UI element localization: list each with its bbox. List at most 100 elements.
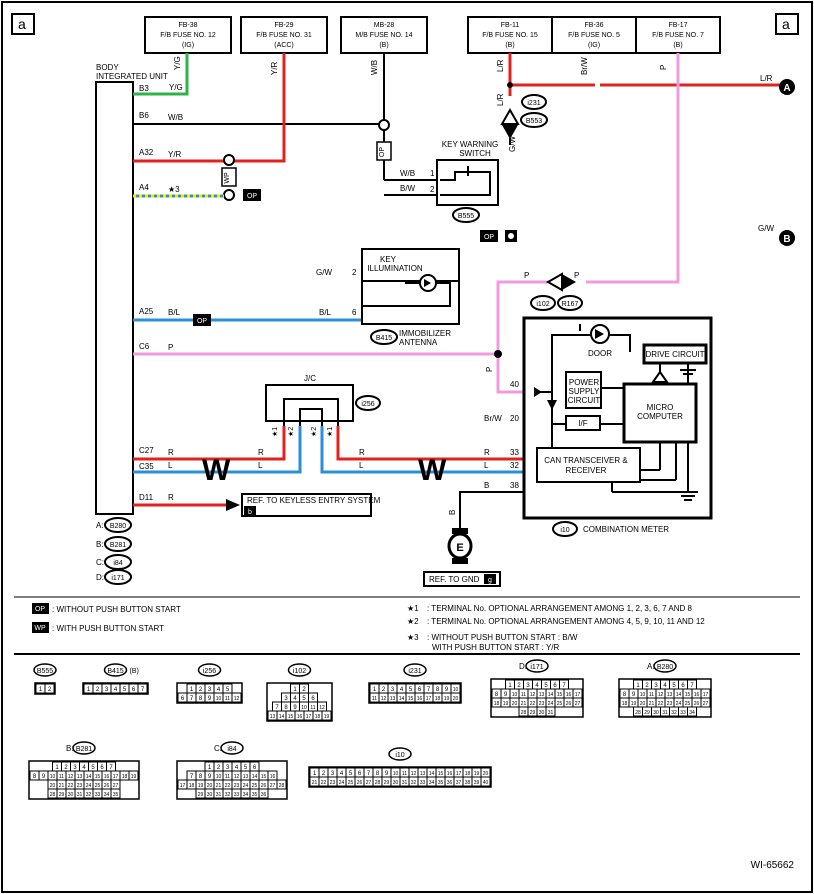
svg-text:i102: i102 bbox=[536, 301, 549, 308]
svg-text:B553: B553 bbox=[526, 118, 542, 125]
pin-label: 1 bbox=[313, 771, 317, 777]
svg-text:OP: OP bbox=[379, 147, 386, 157]
svg-text:M/B FUSE NO. 14: M/B FUSE NO. 14 bbox=[355, 32, 412, 39]
pin-label: 17 bbox=[113, 774, 119, 780]
svg-text:W/B: W/B bbox=[168, 113, 183, 122]
pin-label: 34 bbox=[429, 780, 435, 786]
svg-text:D11: D11 bbox=[139, 493, 154, 502]
pin-label: 26 bbox=[694, 701, 700, 707]
pin-label: 12 bbox=[234, 696, 240, 702]
pin-label: 20 bbox=[512, 701, 518, 707]
svg-text:R167: R167 bbox=[562, 301, 579, 308]
pin-label: 2 bbox=[64, 765, 68, 771]
pin-label: 9 bbox=[293, 705, 297, 711]
svg-text:IMMOBILIZER: IMMOBILIZER bbox=[399, 329, 451, 338]
svg-text:i10: i10 bbox=[560, 527, 569, 534]
svg-text:P: P bbox=[659, 65, 668, 70]
pin-label: 18 bbox=[315, 714, 321, 720]
legend-notes: OP : WITHOUT PUSH BUTTON START WP : WITH… bbox=[32, 603, 705, 652]
pin-label: 31 bbox=[216, 792, 222, 798]
svg-text:i231: i231 bbox=[408, 668, 421, 675]
svg-text:i256: i256 bbox=[361, 401, 374, 408]
pin-label: 7 bbox=[367, 771, 371, 777]
pin-label: 8 bbox=[376, 771, 380, 777]
pin-label: 14 bbox=[429, 771, 435, 777]
pin-label: 40 bbox=[483, 780, 489, 786]
svg-text:WP: WP bbox=[34, 625, 46, 632]
pin-label: 5 bbox=[302, 696, 306, 702]
pin-label: 20 bbox=[640, 701, 646, 707]
pin-label: 31 bbox=[662, 710, 668, 716]
pin-label: 1 bbox=[208, 765, 212, 771]
pin-label: 12 bbox=[68, 774, 74, 780]
svg-text:a: a bbox=[18, 16, 26, 32]
pin-label: 38 bbox=[465, 780, 471, 786]
pin-cell bbox=[231, 692, 242, 703]
svg-text:i231: i231 bbox=[527, 100, 540, 107]
pin-label: 27 bbox=[575, 701, 581, 707]
svg-text:I/F: I/F bbox=[578, 419, 587, 428]
pin-label: 8 bbox=[33, 774, 37, 780]
pin-label: 2 bbox=[199, 687, 203, 693]
pin-label: 13 bbox=[243, 774, 249, 780]
pin-label: 6 bbox=[253, 765, 257, 771]
svg-text:B555: B555 bbox=[458, 213, 474, 220]
pin-label: 9 bbox=[208, 696, 212, 702]
svg-text:★1: ★1 bbox=[326, 427, 334, 437]
svg-text:Y/R: Y/R bbox=[270, 61, 279, 75]
pin-label: 24 bbox=[243, 783, 249, 789]
pin-label: 23 bbox=[539, 701, 545, 707]
pin-label: 6 bbox=[418, 687, 422, 693]
pin-label: 13 bbox=[539, 692, 545, 698]
fuse-box-fb38: FB-38 F/B FUSE NO. 12 (IG) bbox=[144, 16, 232, 54]
pin-label: 17 bbox=[180, 783, 186, 789]
svg-text:DRIVE CIRCUIT: DRIVE CIRCUIT bbox=[645, 350, 704, 359]
pin-label: 33 bbox=[680, 710, 686, 716]
svg-text:★3: ★3 bbox=[407, 633, 419, 642]
svg-text:i10: i10 bbox=[395, 752, 404, 759]
svg-text:D:: D: bbox=[96, 573, 104, 582]
pin-label: 13 bbox=[420, 771, 426, 777]
svg-text:B415: B415 bbox=[107, 668, 123, 675]
svg-text:OP: OP bbox=[247, 193, 257, 200]
svg-text:DOOR: DOOR bbox=[588, 349, 612, 358]
pin-label: 26 bbox=[357, 780, 363, 786]
svg-text:: WITH PUSH BUTTON START: : WITH PUSH BUTTON START bbox=[52, 624, 164, 633]
svg-text:i84: i84 bbox=[227, 746, 236, 753]
pin-cell bbox=[258, 788, 269, 799]
pin-label: 19 bbox=[444, 696, 450, 702]
pin-label: 2 bbox=[645, 683, 649, 689]
pin-label: 7 bbox=[427, 687, 431, 693]
pin-label: 11 bbox=[225, 774, 230, 780]
svg-text:COMPUTER: COMPUTER bbox=[637, 412, 683, 421]
pin-label: 3 bbox=[284, 696, 288, 702]
pin-label: 2 bbox=[96, 687, 100, 693]
svg-text:BODY: BODY bbox=[96, 63, 119, 72]
svg-text:: WITHOUT PUSH BUTTON START: : WITHOUT PUSH BUTTON START bbox=[52, 605, 181, 614]
pin-label: 2 bbox=[217, 765, 221, 771]
svg-text:Br/W: Br/W bbox=[484, 414, 502, 423]
svg-text:L: L bbox=[484, 461, 489, 470]
pin-label: 4 bbox=[400, 687, 404, 693]
svg-text:Br/W: Br/W bbox=[580, 57, 589, 75]
svg-text:(B): (B) bbox=[379, 42, 388, 49]
pin-label: 6 bbox=[132, 687, 136, 693]
pin-label: 19 bbox=[474, 771, 480, 777]
svg-text:REF. TO GND: REF. TO GND bbox=[429, 575, 480, 584]
pin-label: 23 bbox=[234, 783, 240, 789]
fuse-boxes: FB-38 F/B FUSE NO. 12 (IG) FB-29 F/B FUS… bbox=[144, 16, 721, 54]
pin-label: 20 bbox=[207, 783, 213, 789]
svg-text:i256: i256 bbox=[203, 668, 216, 675]
svg-text:G/W: G/W bbox=[316, 268, 332, 277]
svg-text:20: 20 bbox=[510, 414, 519, 423]
pin-label: 6 bbox=[358, 771, 362, 777]
svg-text:FB-36: FB-36 bbox=[584, 22, 603, 29]
